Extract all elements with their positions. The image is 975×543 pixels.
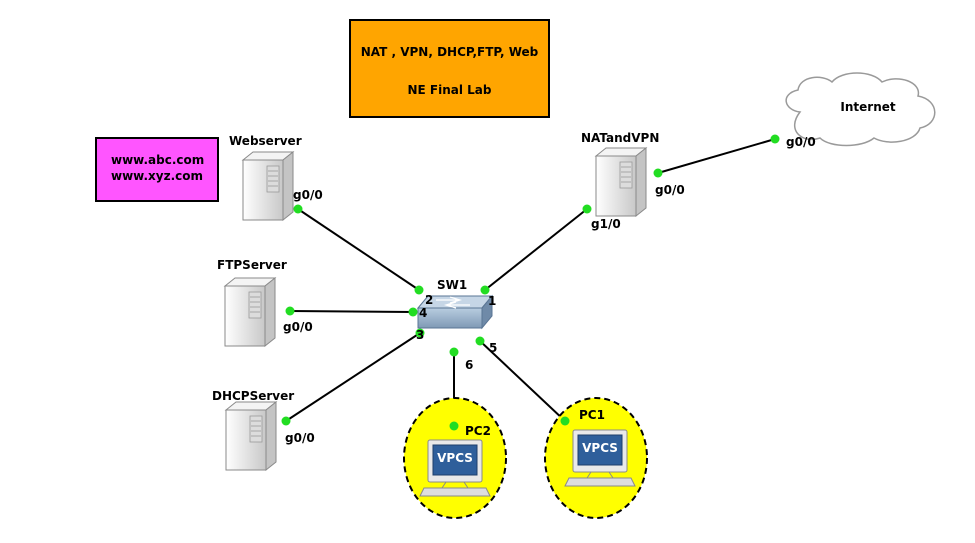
router-lan-if-label: g1/0 [591, 217, 621, 231]
sw-port-4: 4 [419, 306, 427, 320]
domains-note-line2: www.xyz.com [111, 169, 204, 183]
internet-cloud[interactable] [785, 72, 936, 147]
dot-dhcpserver [281, 416, 291, 426]
domains-note[interactable]: www.abc.com www.xyz.com [95, 137, 219, 202]
ftpserver-label: FTPServer [217, 258, 287, 272]
router-wan-if-label: g0/0 [655, 183, 685, 197]
dot-router-lan [582, 204, 592, 214]
link-sw-webserver [297, 208, 420, 291]
webserver-label: Webserver [229, 134, 302, 148]
cloud-label: Internet [840, 100, 895, 114]
dot-sw-p5 [475, 336, 485, 346]
dot-webserver [293, 204, 303, 214]
links [285, 138, 776, 426]
web-if-label: g0/0 [293, 188, 323, 202]
link-sw-router [484, 208, 588, 291]
pc2-icon[interactable] [419, 439, 491, 497]
dot-pc2 [449, 421, 459, 431]
link-dots [281, 134, 780, 431]
pc1-icon[interactable] [564, 429, 636, 487]
router-icon[interactable] [595, 147, 647, 217]
dot-router-wan [653, 168, 663, 178]
webserver-icon[interactable] [242, 151, 294, 221]
pc2-label: PC2 [465, 424, 491, 438]
dot-ftpserver [285, 306, 295, 316]
sw-port-2: 2 [425, 293, 433, 307]
sw-port-1: 1 [488, 294, 496, 308]
pc1-screen-label: VPCS [582, 441, 618, 455]
dhcpserver-label: DHCPServer [212, 389, 294, 403]
title-note-line2: NE Final Lab [407, 83, 492, 97]
pc2-screen-label: VPCS [437, 451, 473, 465]
link-sw-dhcpserver [285, 332, 421, 422]
switch-icon[interactable] [416, 294, 494, 330]
link-router-cloud [657, 138, 776, 174]
pc1-label: PC1 [579, 408, 605, 422]
dhcp-if-label: g0/0 [285, 431, 315, 445]
router-label: NATandVPN [581, 131, 659, 145]
switch-label: SW1 [437, 278, 467, 292]
ftp-if-label: g0/0 [283, 320, 313, 334]
dot-sw-p4 [408, 307, 418, 317]
sw-port-3: 3 [416, 328, 424, 342]
link-sw-pc1 [479, 340, 566, 422]
title-note[interactable]: NAT , VPN, DHCP,FTP, Web NE Final Lab [349, 19, 550, 118]
dhcpserver-icon[interactable] [225, 401, 277, 471]
title-note-line1: NAT , VPN, DHCP,FTP, Web [360, 45, 539, 59]
domains-note-line1: www.abc.com [111, 153, 205, 167]
sw-port-6: 6 [465, 358, 473, 372]
cloud-if-label: g0/0 [786, 135, 816, 149]
link-sw-ftpserver [289, 310, 414, 313]
dot-sw-p2 [414, 285, 424, 295]
dot-sw-p1 [480, 285, 490, 295]
dot-pc1 [560, 416, 570, 426]
sw-port-5: 5 [489, 341, 497, 355]
ftpserver-icon[interactable] [224, 277, 276, 347]
dot-sw-p3 [415, 328, 425, 338]
dot-cloud [770, 134, 780, 144]
dot-sw-p6 [449, 347, 459, 357]
